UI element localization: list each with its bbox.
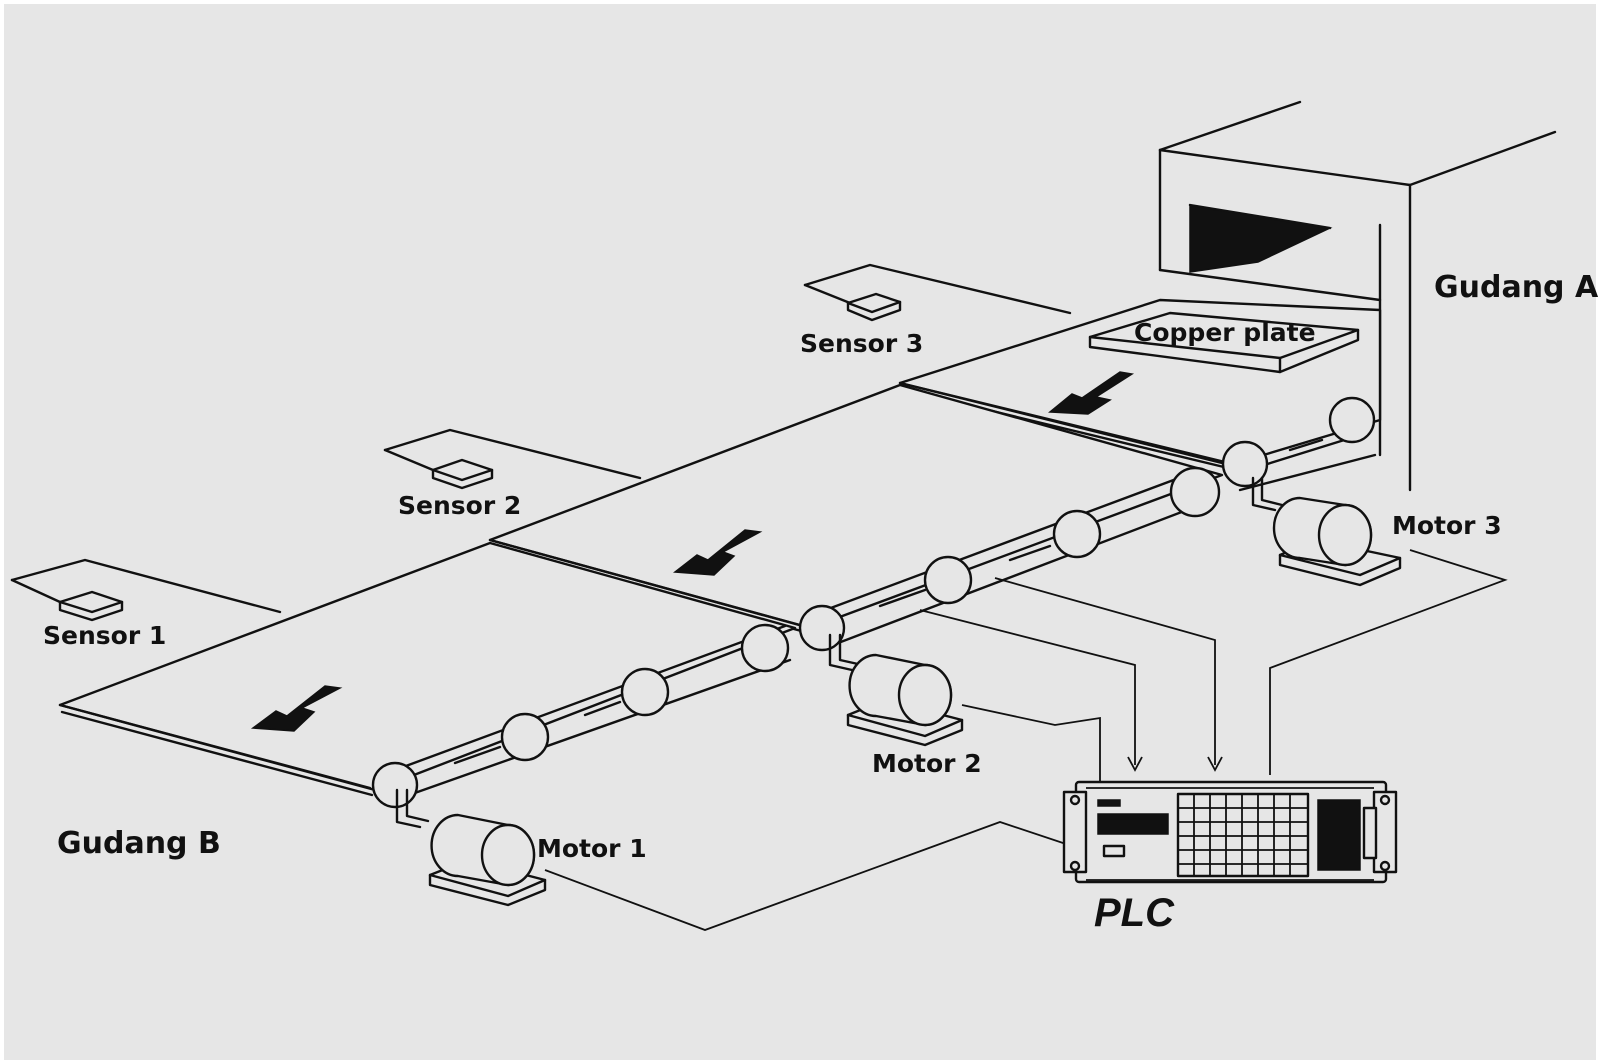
plc-screen	[1317, 799, 1361, 871]
label-plc: PLC	[1094, 891, 1175, 935]
motor-3	[1251, 476, 1402, 587]
direction-arrow-icon	[672, 529, 763, 576]
roller	[371, 761, 419, 809]
label-sensor-3: Sensor 3	[800, 329, 923, 358]
label-motor-1: Motor 1	[537, 834, 647, 863]
motor-1	[395, 788, 547, 907]
conveyor-2	[488, 383, 1224, 652]
plc-unit	[1062, 780, 1398, 884]
roller	[1328, 396, 1376, 444]
plc-display	[1097, 813, 1169, 835]
label-motor-2: Motor 2	[872, 749, 982, 778]
label-motor-3: Motor 3	[1392, 511, 1502, 540]
roller	[1221, 440, 1269, 488]
roller	[740, 623, 790, 673]
conveyor-1	[58, 541, 797, 809]
motor-2	[828, 633, 964, 747]
label-sensor-1: Sensor 1	[43, 621, 166, 650]
direction-arrow-icon	[1048, 371, 1135, 415]
roller	[1052, 509, 1102, 559]
conveyor-3	[898, 298, 1382, 492]
roller	[500, 712, 550, 762]
label-copper-plate: Copper plate	[1134, 318, 1316, 347]
plc-wiring	[544, 549, 1508, 931]
sensor-2	[383, 428, 642, 490]
label-sensor-2: Sensor 2	[398, 491, 521, 520]
direction-arrow-icon	[250, 685, 343, 732]
roller	[1169, 466, 1221, 518]
roller	[798, 604, 846, 652]
plc-keypad	[1176, 792, 1310, 878]
label-gudang-b: Gudang B	[57, 826, 221, 861]
roller	[923, 555, 973, 605]
roller	[620, 667, 670, 717]
sensor-1	[10, 558, 282, 622]
label-gudang-a: Gudang A	[1434, 270, 1599, 305]
sensor-3	[803, 263, 1072, 322]
